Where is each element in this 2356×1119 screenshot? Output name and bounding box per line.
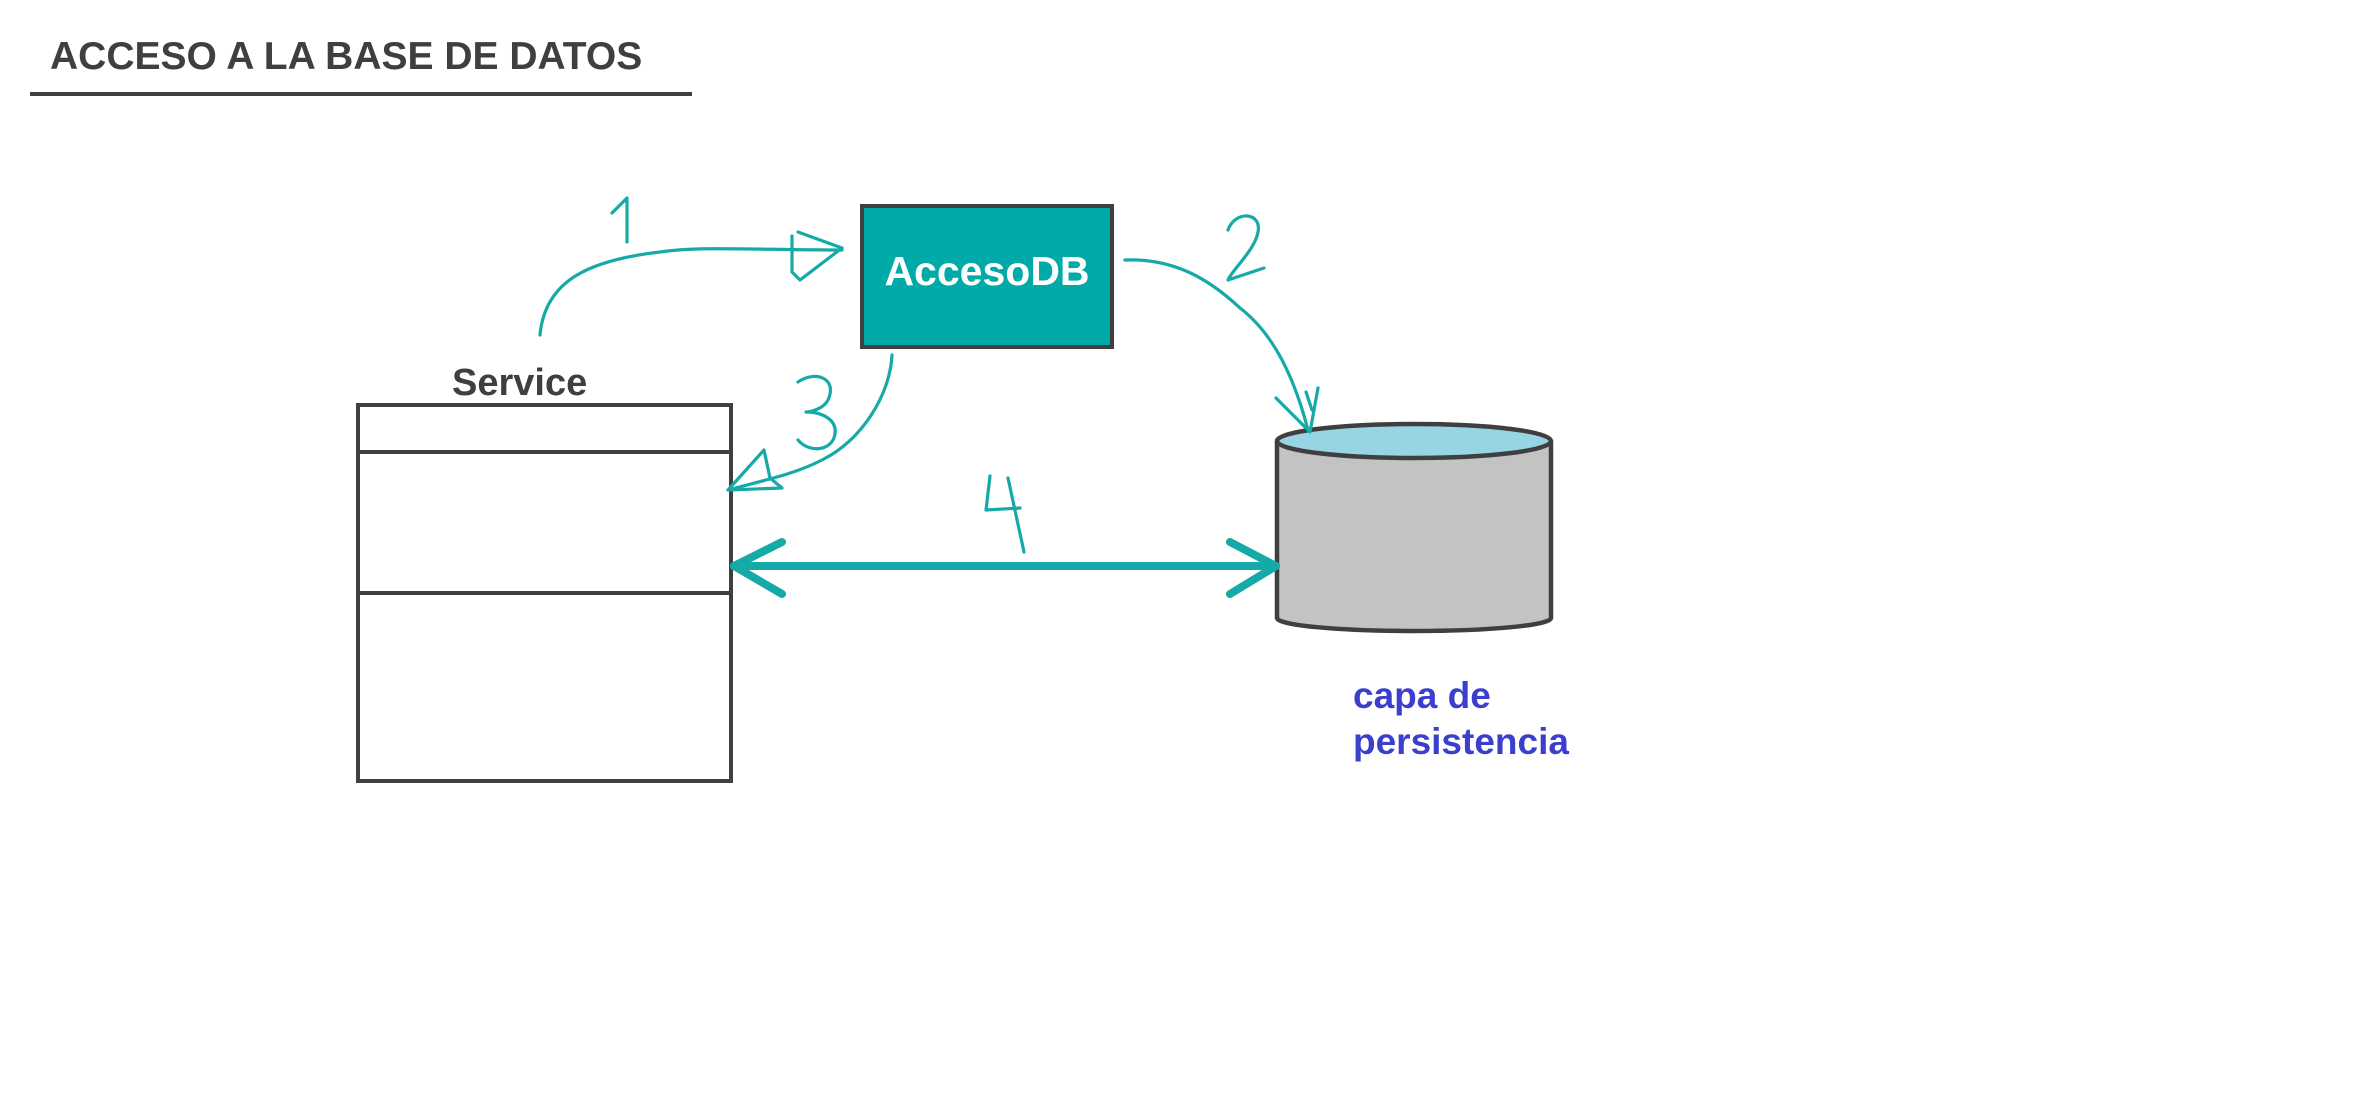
database-cylinder [1274, 421, 1554, 634]
arrow-step-4 [730, 538, 1280, 598]
arrow-step-3 [726, 353, 894, 492]
step-4-number [984, 474, 1026, 554]
acceso-db-label: AccesoDB [884, 248, 1089, 294]
service-label: Service [452, 362, 587, 404]
persistence-label: capa de [1353, 675, 1491, 716]
page-title: ACCESO A LA BASE DE DATOS [50, 35, 642, 78]
step-2-number [1226, 214, 1266, 282]
service-class-box [356, 403, 733, 783]
arrow-step-2 [1123, 258, 1320, 434]
acceso-db-box [860, 204, 1114, 349]
arrow-step-1 [538, 230, 844, 337]
step-1-number [610, 196, 629, 244]
persistence-label-line2: persistencia [1353, 721, 1569, 762]
step-3-label: 3 [815, 429, 816, 431]
step-3-number [796, 374, 837, 451]
step-4-label: 4 [1005, 519, 1006, 521]
